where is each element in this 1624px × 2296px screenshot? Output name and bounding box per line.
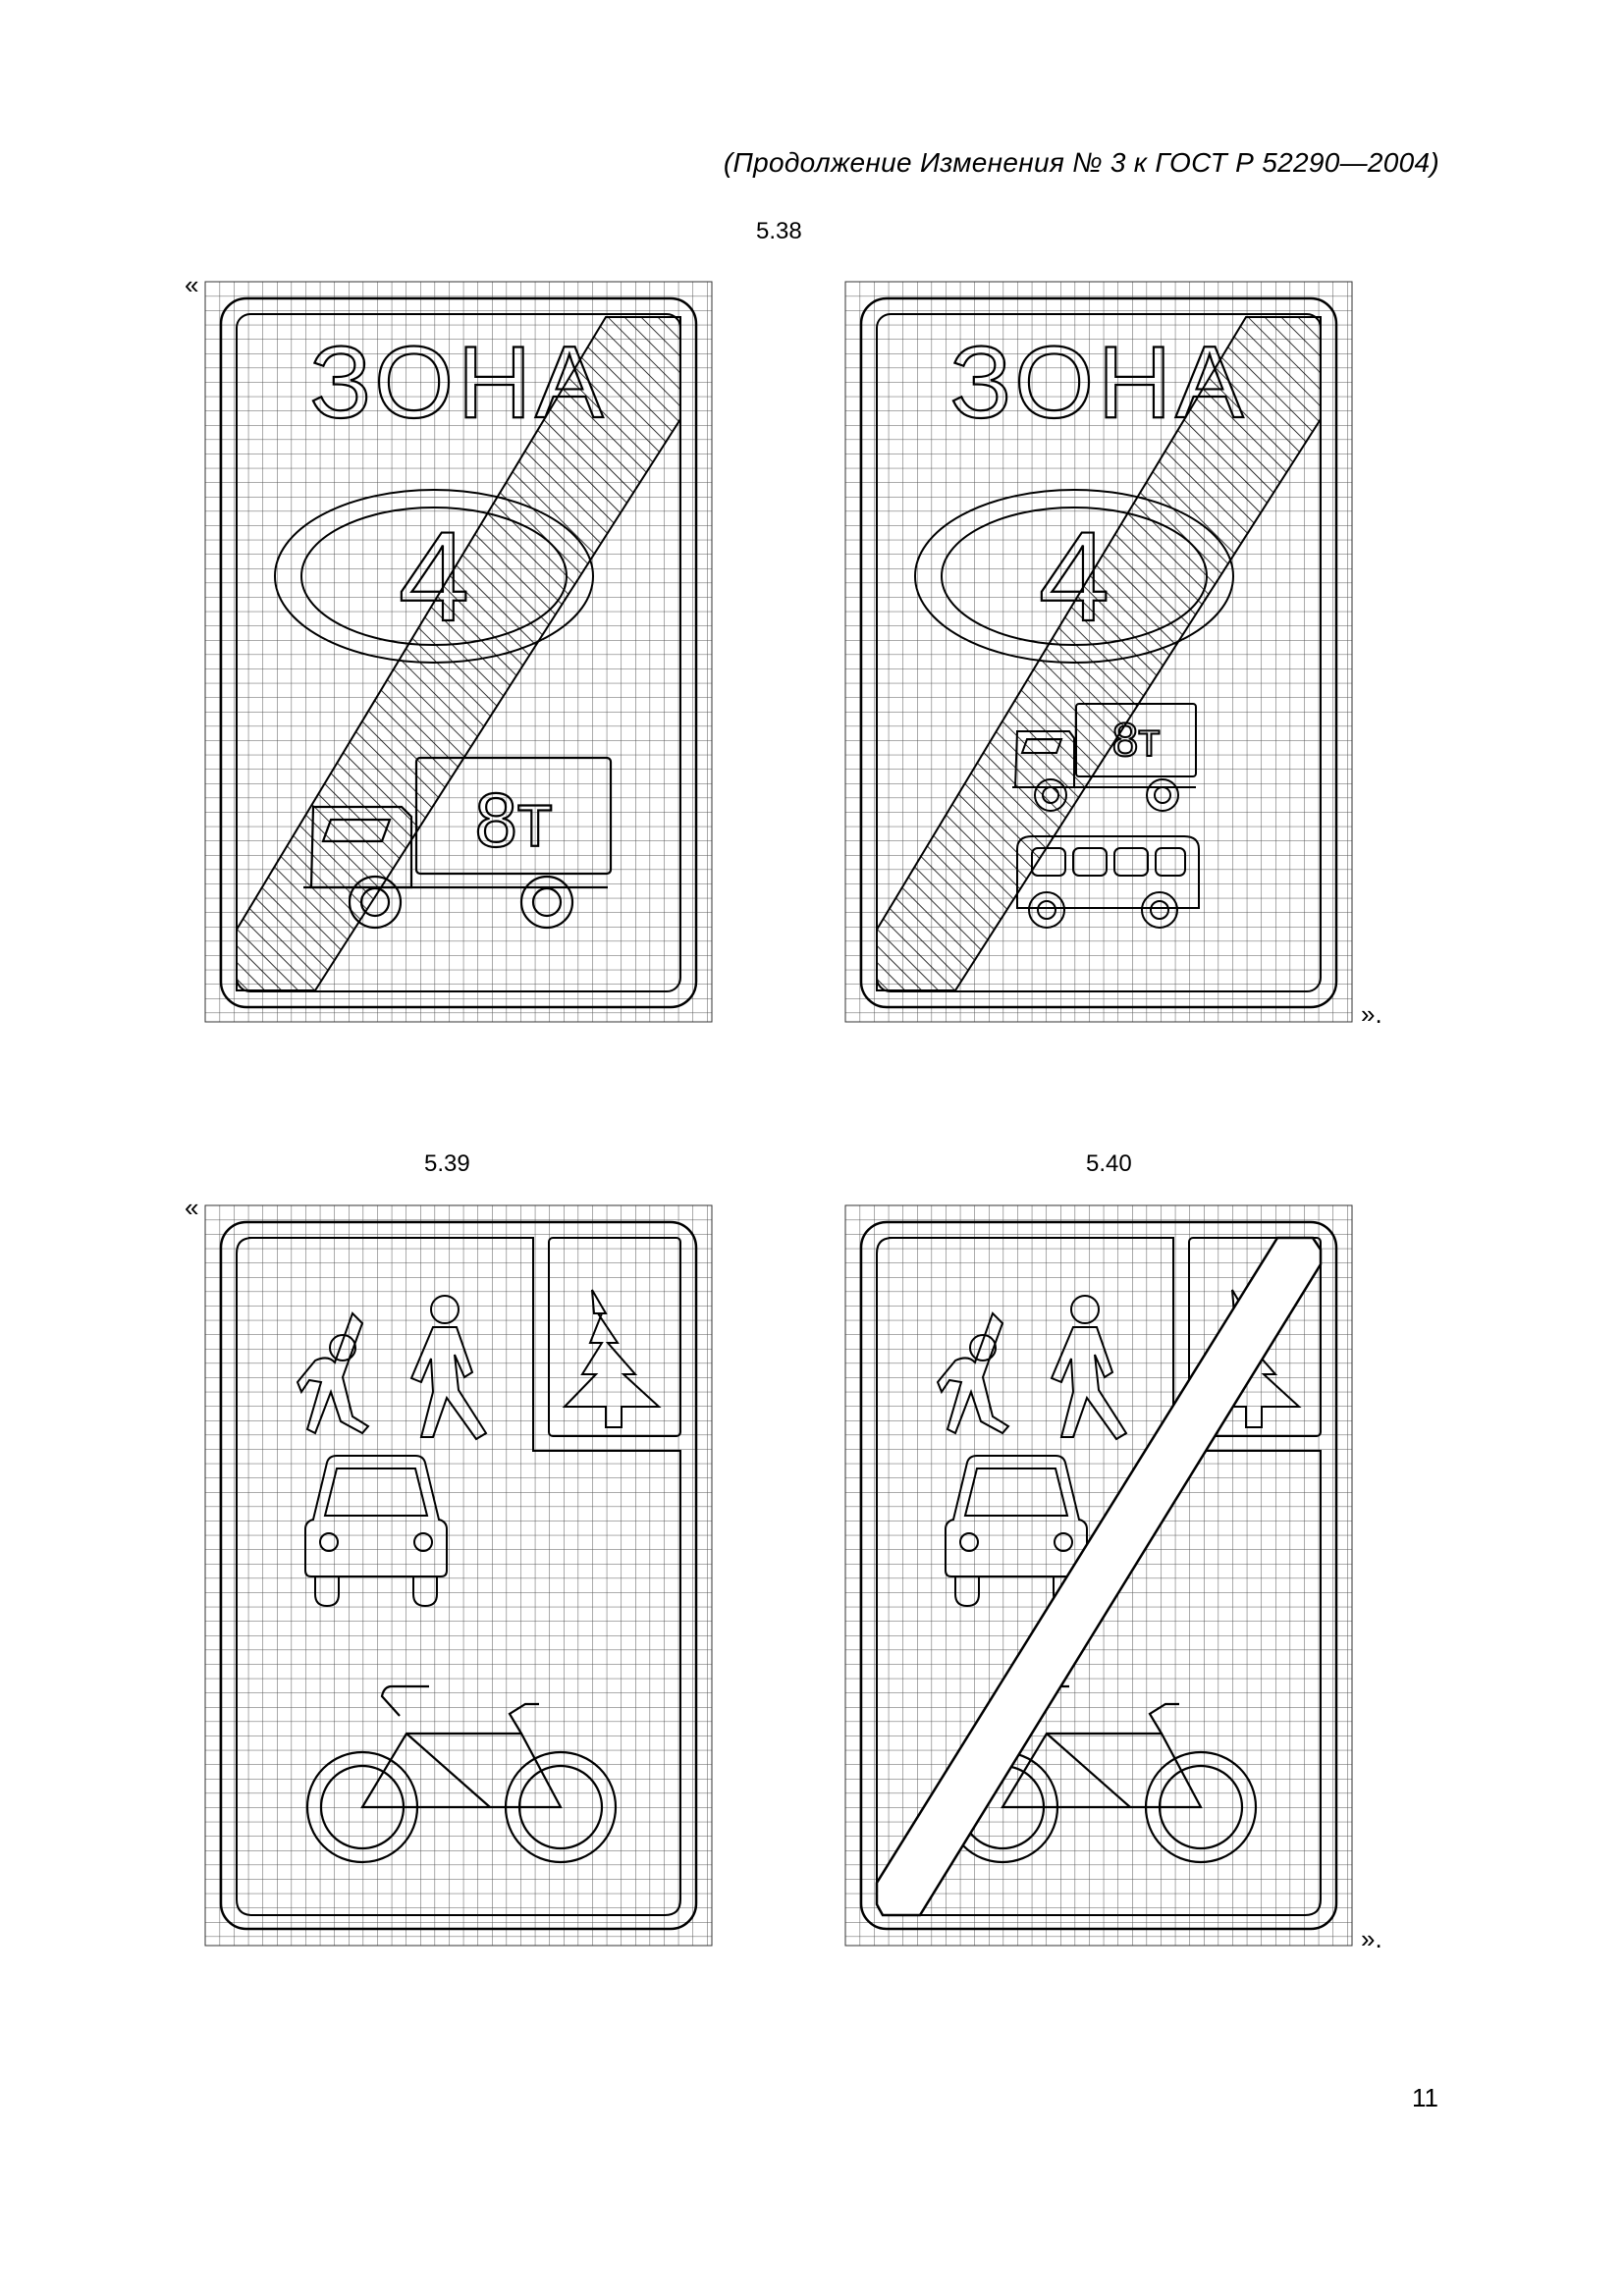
close-quote: ». xyxy=(1361,999,1382,1029)
cancel-stripes-icon xyxy=(875,1236,1323,1917)
figure-label-5-40: 5.40 xyxy=(1086,1150,1132,1177)
document-header: (Продолжение Изменения № 3 к ГОСТ Р 5229… xyxy=(723,147,1439,178)
sign-5-40-end-residential-zone xyxy=(844,1204,1353,1947)
close-quote-2: ». xyxy=(1361,1924,1382,1953)
pedestrian-icon xyxy=(1050,1295,1128,1441)
sign-5-39-residential-zone xyxy=(204,1204,713,1947)
page-number: 11 xyxy=(1412,2083,1438,2112)
cancel-stripes-icon xyxy=(876,316,1322,991)
mass-text: 8т xyxy=(474,776,552,863)
child-icon xyxy=(936,1311,1010,1435)
figure-label-5-39: 5.39 xyxy=(424,1150,470,1177)
open-quote: « xyxy=(185,270,199,299)
bicycle-icon xyxy=(305,1684,618,1864)
sign-5-38-end-zone-truck: ЗОНА 4 8т xyxy=(204,281,713,1023)
pedestrian-icon xyxy=(409,1295,488,1441)
open-quote-2: « xyxy=(185,1193,199,1222)
child-icon xyxy=(296,1311,370,1435)
car-icon xyxy=(304,1455,448,1608)
truck-icon: 8т xyxy=(303,756,613,930)
figure-label-5-38: 5.38 xyxy=(756,218,802,244)
tree-icon xyxy=(562,1289,662,1428)
cancel-stripes-icon xyxy=(236,316,681,991)
sign-5-38-end-zone-truck-bus: ЗОНА 4 8т xyxy=(844,281,1353,1023)
